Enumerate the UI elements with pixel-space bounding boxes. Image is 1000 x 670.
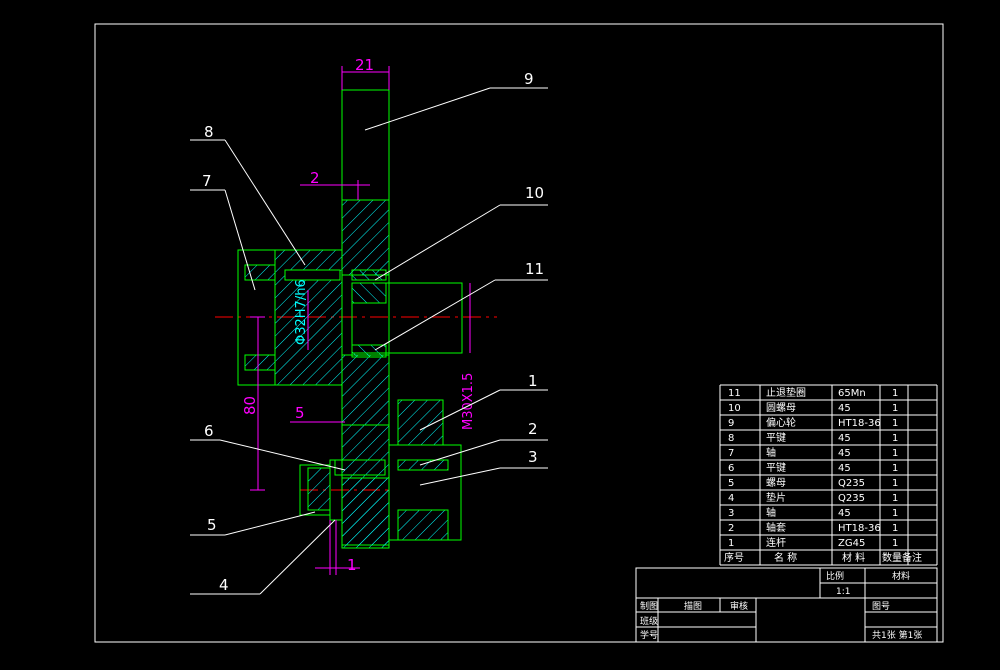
- bom-cell-qty: 1: [892, 463, 898, 474]
- bom-cell-no: 7: [728, 448, 734, 459]
- bom-cell-material: 45: [838, 508, 851, 519]
- bom-cell-material: ZG45: [838, 538, 865, 549]
- tb-checker: 描图: [684, 600, 702, 612]
- outer-frame: [94, 23, 944, 643]
- bom-cell-qty: 1: [892, 538, 898, 549]
- bom-cell-no: 5: [728, 478, 734, 489]
- bom-header-qty-note: 数量备注: [882, 551, 922, 564]
- bom-cell-material: 65Mn: [838, 388, 866, 399]
- bom-cell-no: 10: [728, 403, 741, 414]
- bom-cell-name: 止退垫圈: [766, 386, 806, 399]
- callout-3: 3: [528, 448, 538, 466]
- leader-lines: [190, 87, 548, 595]
- bom-cell-no: 1: [728, 538, 734, 549]
- bom-cell-no: 3: [728, 508, 734, 519]
- dim-2: 2: [310, 169, 320, 187]
- tb-scale-label: 比例: [826, 570, 844, 582]
- dim-5: 5: [295, 404, 305, 422]
- bom-cell-material: 45: [838, 463, 851, 474]
- bom-cell-material: Q235: [838, 493, 865, 504]
- bom-cell-qty: 1: [892, 418, 898, 429]
- callout-11: 11: [525, 260, 544, 278]
- callout-1: 1: [528, 372, 538, 390]
- dim-1: 1: [347, 556, 357, 574]
- callout-6: 6: [204, 422, 214, 440]
- dim-thread: M30X1.5: [461, 373, 476, 430]
- tb-reviewer: 审核: [730, 600, 748, 612]
- bom-cell-qty: 1: [892, 523, 898, 534]
- bom-header-material: 材 料: [842, 551, 865, 564]
- dim-80: 80: [241, 396, 259, 415]
- bom-cell-qty: 1: [892, 448, 898, 459]
- bom-cell-name: 圆螺母: [766, 402, 796, 414]
- dim-fit: Φ32H7/h6: [294, 279, 309, 345]
- bom-cell-qty: 1: [892, 478, 898, 489]
- part-connecting-rod: [388, 399, 462, 541]
- bom-cell-material: HT18-36: [838, 523, 881, 534]
- bom-cell-material: 45: [838, 403, 851, 414]
- bom-cell-qty: 1: [892, 508, 898, 519]
- bom-cell-name: 轴: [766, 506, 776, 519]
- callout-9: 9: [524, 70, 534, 88]
- bom-cell-material: Q235: [838, 478, 865, 489]
- title-block: [635, 567, 938, 643]
- bom-header-name: 名 称: [774, 551, 797, 564]
- tb-id: 学号: [640, 629, 658, 641]
- bom-cell-no: 4: [728, 493, 734, 504]
- bom-cell-no: 6: [728, 463, 734, 474]
- bom-cell-qty: 1: [892, 433, 898, 444]
- bom-cell-no: 2: [728, 523, 734, 534]
- bom-header-no: 序号: [724, 551, 744, 564]
- callout-10: 10: [525, 184, 544, 202]
- tb-sheets: 共1张 第1张: [872, 629, 922, 641]
- bom-cell-name: 偏心轮: [766, 416, 796, 429]
- part-lower-shaft: [299, 459, 390, 549]
- callout-8: 8: [204, 123, 214, 141]
- bom-cell-name: 轴: [766, 446, 776, 459]
- tb-sheet-label: 材料: [892, 570, 910, 582]
- tb-designer: 制图: [640, 600, 658, 612]
- bom-cell-no: 8: [728, 433, 734, 444]
- bom-cell-no: 9: [728, 418, 734, 429]
- bom-cell-material: 45: [838, 448, 851, 459]
- tb-drawing-no: 图号: [872, 601, 890, 612]
- callout-7: 7: [202, 172, 212, 190]
- bom-cell-name: 连杆: [766, 536, 786, 549]
- bom-cell-material: 45: [838, 433, 851, 444]
- dim-21: 21: [355, 56, 374, 74]
- bom-cell-qty: 1: [892, 403, 898, 414]
- tb-scale-value: 1:1: [836, 587, 850, 597]
- bom-cell-qty: 1: [892, 493, 898, 504]
- callout-5: 5: [207, 516, 217, 534]
- bom-cell-name: 垫片: [766, 491, 786, 504]
- bom-cell-material: HT18-36: [838, 418, 881, 429]
- callout-2: 2: [528, 420, 538, 438]
- bom-cell-name: 轴套: [766, 521, 786, 534]
- tb-class: 班级: [640, 615, 658, 627]
- callout-4: 4: [219, 576, 229, 594]
- bom-cell-name: 平键: [766, 461, 786, 474]
- bom-cell-qty: 1: [892, 388, 898, 399]
- bom-cell-no: 11: [728, 388, 741, 399]
- bom-cell-name: 平键: [766, 431, 786, 444]
- bom-cell-name: 螺母: [766, 477, 786, 489]
